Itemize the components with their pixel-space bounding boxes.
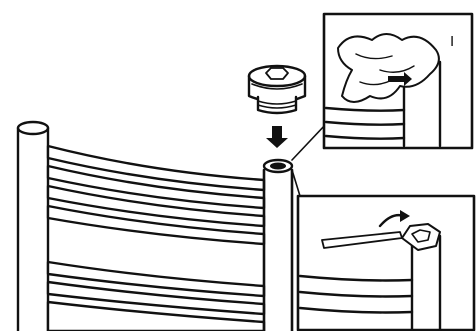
left-radiator-post <box>18 122 48 331</box>
callout-line-top <box>292 124 326 160</box>
inset-top-label: I <box>450 33 454 50</box>
inset-bottom-tightening <box>298 196 474 330</box>
threaded-plug <box>249 66 305 113</box>
insert-down-arrow <box>266 126 288 148</box>
inset-top-cleaning: I <box>324 14 472 148</box>
right-radiator-post <box>264 160 292 331</box>
radiator-curved-tubes <box>48 146 264 331</box>
